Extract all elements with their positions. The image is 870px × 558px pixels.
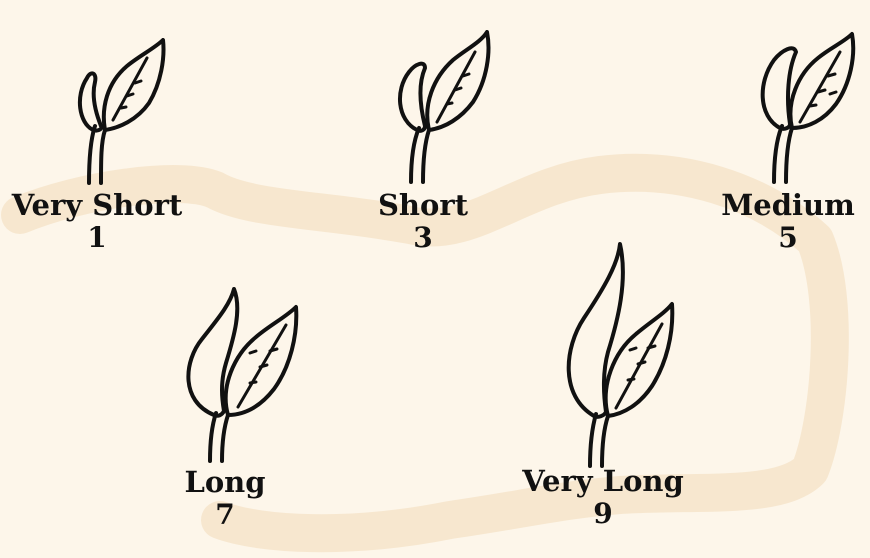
stage-label: Short xyxy=(377,188,469,222)
stage-very-short: Very Short 1 xyxy=(0,38,217,254)
stage-short: Short 3 xyxy=(303,30,543,254)
stage-medium: Medium 5 xyxy=(668,30,870,254)
stage-label: Long xyxy=(184,465,266,499)
stage-long: Long 7 xyxy=(105,285,345,531)
stage-score: 7 xyxy=(215,498,235,531)
leaf-bud-icon xyxy=(566,242,675,468)
leaf-bud-icon xyxy=(186,287,299,463)
stage-label: Very Short xyxy=(11,188,183,222)
leaf-bud-icon xyxy=(77,38,166,185)
stage-very-long: Very Long 9 xyxy=(483,240,723,530)
stage-score: 3 xyxy=(413,221,433,254)
stage-score: 5 xyxy=(778,221,798,254)
stage-score: 1 xyxy=(87,221,107,254)
stage-label: Very Long xyxy=(522,464,684,498)
stage-score: 9 xyxy=(593,497,613,530)
stage-label: Medium xyxy=(721,188,855,222)
leaf-bud-icon xyxy=(760,32,856,184)
leaf-bud-icon xyxy=(397,30,491,184)
